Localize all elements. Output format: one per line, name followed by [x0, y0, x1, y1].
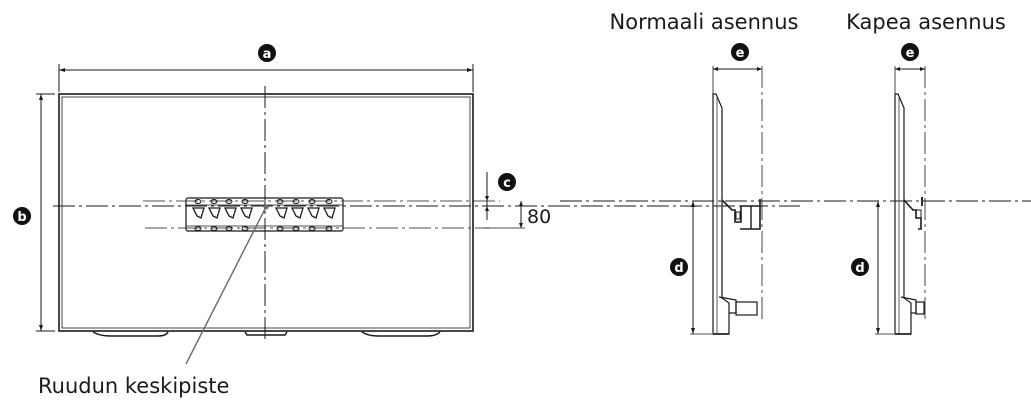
screen-center-leader	[185, 206, 267, 365]
marker-a-label: a	[263, 47, 272, 62]
marker-e-slim-badge	[901, 43, 919, 61]
slim-mount-side-view: Kapea asennus e d	[846, 10, 1006, 335]
marker-a-badge	[258, 44, 276, 62]
marker-b-badge	[13, 207, 31, 225]
marker-e-normal-label: e	[736, 46, 745, 61]
normal-mount-side-view: Normaali asennus e d	[610, 10, 799, 335]
front-view: a b	[13, 44, 800, 398]
slim-mount-title: Kapea asennus	[846, 10, 1006, 34]
offset-value: 80	[527, 206, 551, 228]
tv-screen	[61, 96, 471, 329]
screen-center-label: Ruudun keskipiste	[38, 374, 229, 398]
marker-d-slim-badge	[851, 258, 869, 276]
tv-outer-frame	[58, 93, 474, 332]
dimension-c: c	[482, 172, 516, 220]
marker-e-normal-badge	[731, 43, 749, 61]
dimension-a: a	[58, 44, 474, 92]
marker-c-label: c	[503, 176, 511, 191]
wall-bracket-front	[185, 197, 344, 232]
normal-mount-title: Normaali asennus	[610, 10, 799, 34]
dimension-b: b	[13, 93, 55, 332]
marker-d-normal-label: d	[674, 261, 683, 276]
marker-c-badge	[498, 173, 516, 191]
marker-d-normal-badge	[670, 258, 688, 276]
dimension-80: 80	[484, 201, 551, 229]
marker-e-slim-label: e	[906, 46, 915, 61]
marker-d-slim-label: d	[855, 261, 864, 276]
marker-b-label: b	[17, 210, 26, 225]
